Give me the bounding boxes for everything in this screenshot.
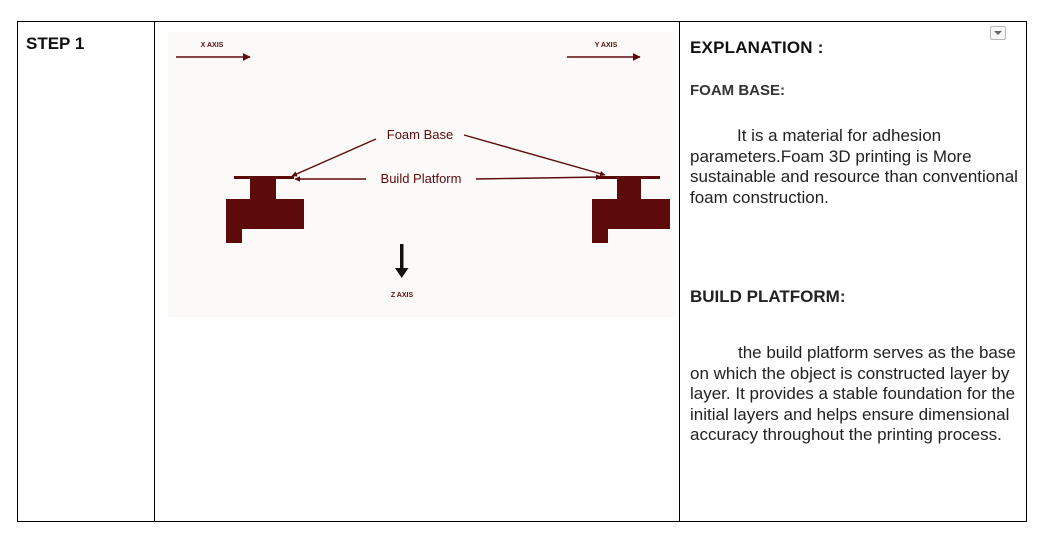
step-table: STEP 1 X AXIS Y AXIS [17, 21, 1027, 522]
build-platform-heading: BUILD PLATFORM: [690, 287, 846, 306]
build-platform-text-body: the build platform serves as the base on… [690, 343, 1016, 444]
dropdown-button[interactable] [990, 26, 1006, 40]
dropdown-arrow-icon [994, 31, 1002, 35]
z-axis-label: Z AXIS [391, 292, 414, 299]
foam-base-pointer-right [463, 134, 606, 177]
build-platform-label: Build Platform [381, 171, 462, 186]
foam-base-text: It is a material for adhesion parameters… [690, 126, 1022, 208]
y-axis-label: Y AXIS [595, 42, 618, 49]
explanation-cell: EXPLANATION : FOAM BASE: It is a materia… [690, 22, 1026, 521]
foam-base-heading: FOAM BASE: [690, 82, 785, 99]
diagram-image: X AXIS Y AXIS Foam Base [168, 32, 676, 317]
build-platform-pointer-right [475, 174, 602, 180]
x-axis-label: X AXIS [201, 42, 224, 49]
foam-base-pointer-left [291, 138, 377, 177]
explanation-title: EXPLANATION : [690, 38, 824, 57]
foam-base-text-body: It is a material for adhesion parameters… [690, 126, 1018, 207]
column-divider [679, 22, 680, 521]
foam-base-label: Foam Base [387, 127, 453, 142]
column-divider [154, 22, 155, 521]
left-build-platform [226, 176, 304, 243]
right-build-platform [592, 176, 670, 243]
build-platform-text: the build platform serves as the base on… [690, 343, 1022, 446]
z-axis-arrow [395, 244, 409, 278]
step-label: STEP 1 [26, 34, 85, 53]
